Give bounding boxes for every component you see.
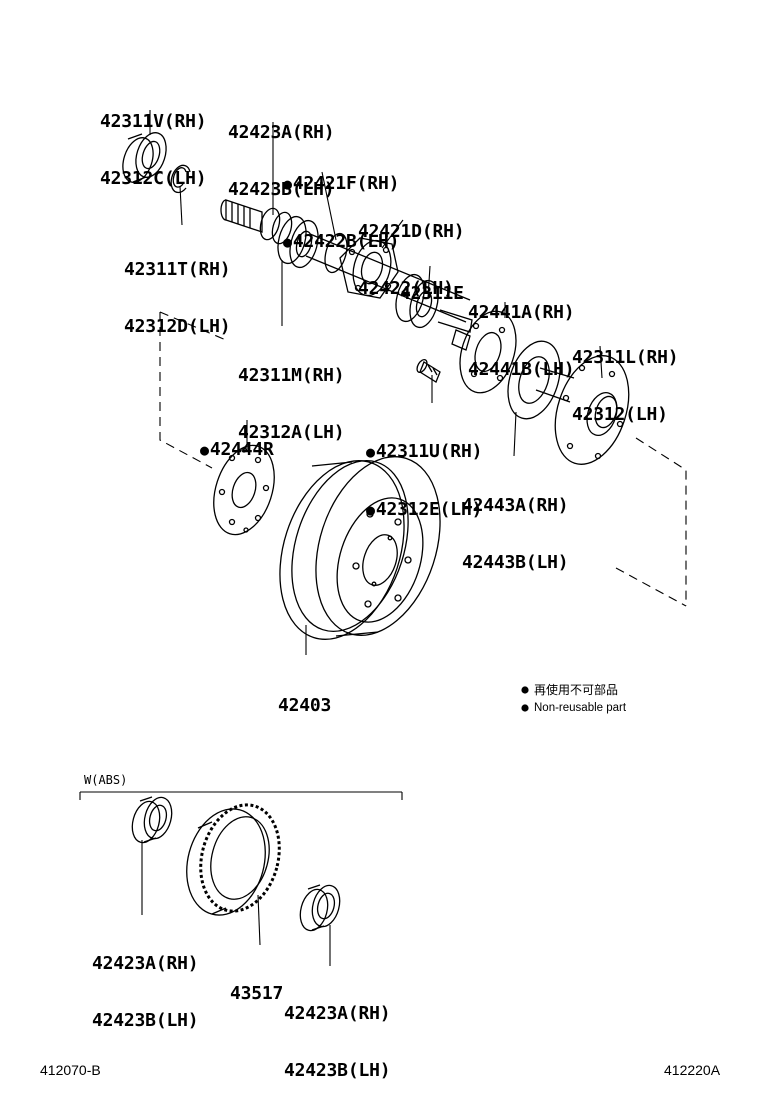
part-label-42311e: 42311E: [400, 246, 464, 322]
part-label-42421d: 42421D(RH) 42422(LH): [358, 184, 465, 317]
part-label-line: 42312E(LH): [366, 500, 483, 520]
part-label-42444r: 42444R: [200, 402, 274, 479]
part-label-line: 42422B(LH): [283, 232, 400, 252]
part-label-line: 42311V(RH): [100, 111, 207, 132]
part-label-line: 42441B(LH): [468, 359, 575, 380]
part-label-line: 42311T(RH): [124, 259, 231, 280]
part-label-line: 42312C(LH): [100, 168, 207, 189]
gasket-plate: [450, 304, 525, 400]
snap-ring: [171, 165, 190, 192]
part-label-line: 42423A(RH): [92, 953, 199, 974]
abs-bearing-left: [128, 794, 176, 845]
part-label-line: 42441A(RH): [468, 302, 575, 323]
part-label-line: 42444R: [200, 440, 274, 460]
part-label-line: 42421F(RH): [283, 174, 400, 194]
part-label-line: 42423B(LH): [284, 1060, 391, 1081]
part-label-line: 42311L(RH): [572, 347, 679, 368]
part-label-42403: 42403: [278, 658, 331, 734]
part-label-line: 42421D(RH): [358, 221, 465, 242]
dashed-alignment-lines: [160, 312, 686, 606]
part-label-line: 42423A(RH): [284, 1003, 391, 1024]
axle-hub: [536, 346, 642, 474]
part-label-line: 42423B(LH): [92, 1010, 199, 1031]
part-label-42421f: 42421F(RH) 42422B(LH): [283, 136, 400, 271]
part-label-line: 42423A(RH): [228, 122, 335, 143]
part-label-line: 42312A(LH): [238, 422, 345, 443]
part-label-42311m: 42311M(RH) 42312A(LH): [238, 328, 345, 461]
legend-jp: 再使用不可部品: [534, 683, 619, 697]
part-label-42311u: 42311U(RH) 42312E(LH): [366, 404, 483, 539]
legend-en: Non-reusable part: [534, 702, 627, 714]
part-label-line: 42311U(RH): [366, 442, 483, 462]
part-label-line: 42311E: [400, 283, 464, 304]
part-label-42441a: 42441A(RH) 42441B(LH): [468, 265, 575, 398]
part-label-line: 42403: [278, 695, 332, 716]
abs-group-label: W(ABS): [84, 773, 128, 787]
abs-bearing-right: [296, 882, 344, 933]
abs-rotor: [175, 796, 290, 924]
part-label-42311v: 42311V(RH) 42312C(LH): [100, 74, 207, 207]
part-label-line: 42312D(LH): [124, 316, 231, 337]
footer-left-code: 412070-B: [40, 1062, 101, 1078]
part-label-42423a-left: 42423A(RH) 42423B(LH): [92, 916, 199, 1049]
part-label-line: 42311M(RH): [238, 365, 345, 386]
part-label-42423a-right: 42423A(RH) 42423B(LH): [284, 966, 391, 1099]
part-label-42311l: 42311L(RH) 42312(LH): [572, 310, 679, 443]
part-label-43517: 43517: [230, 946, 283, 1022]
legend-dots: [521, 686, 529, 712]
part-label-line: 42443B(LH): [462, 552, 569, 573]
part-label-42311t: 42311T(RH) 42312D(LH): [124, 222, 231, 355]
footer-right-code: 412220A: [664, 1062, 721, 1078]
oil-seal: [118, 129, 172, 186]
part-label-line: 42443A(RH): [462, 495, 569, 516]
part-label-line: 42312(LH): [572, 404, 668, 425]
part-label-42443a: 42443A(RH) 42443B(LH): [462, 458, 569, 591]
part-label-line: 43517: [230, 983, 284, 1004]
hub-bolt: [415, 358, 440, 382]
part-label-line: 42422(LH): [358, 278, 454, 299]
abs-group-bracket: [80, 792, 402, 800]
spacer-ring: [499, 335, 569, 426]
